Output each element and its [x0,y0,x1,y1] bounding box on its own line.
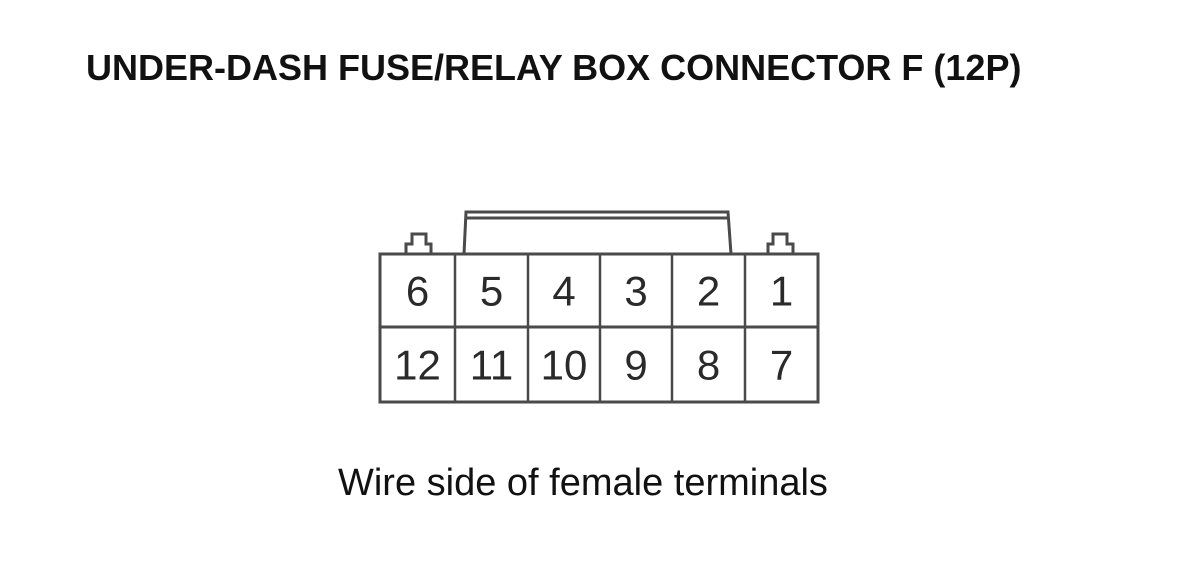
pin-label-5: 5 [480,268,503,315]
pin-labels: 6 5 4 3 2 1 12 11 10 9 8 7 [394,268,793,389]
column-dividers [453,254,747,402]
pin-label-2: 2 [697,268,720,315]
pin-label-10: 10 [541,342,588,389]
left-latch [404,232,433,254]
pin-label-1: 1 [770,268,793,315]
diagram-title: UNDER-DASH FUSE/RELAY BOX CONNECTOR F (1… [86,47,1022,88]
pin-label-7: 7 [770,342,793,389]
right-latch [766,232,795,254]
pin-label-11: 11 [470,342,514,389]
pin-label-3: 3 [624,268,647,315]
pin-label-8: 8 [697,342,720,389]
pin-label-4: 4 [552,268,575,315]
pin-label-9: 9 [624,342,647,389]
pin-label-6: 6 [406,268,429,315]
pin-label-12: 12 [394,342,441,389]
lock-tab [462,210,733,255]
diagram-caption: Wire side of female terminals [338,462,828,504]
